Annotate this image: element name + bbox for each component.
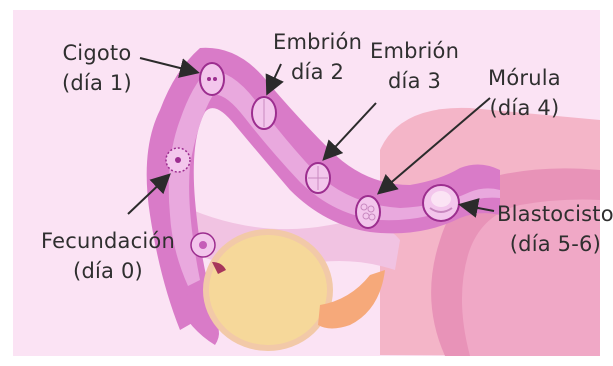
ovary xyxy=(206,232,330,348)
label-embrion2-line1: Embrión xyxy=(273,27,362,57)
label-embrion3: Embrión día 3 xyxy=(370,36,459,96)
fertilization-cell xyxy=(166,148,190,172)
arrow-embrion3 xyxy=(325,103,376,158)
label-embrion3-line2: día 3 xyxy=(370,66,459,96)
label-cigoto-line1: Cigoto xyxy=(62,38,132,68)
label-morula: Mórula (día 4) xyxy=(488,63,561,123)
zygote-cell xyxy=(200,63,224,95)
label-fecundacion: Fecundación (día 0) xyxy=(41,226,175,286)
label-embrion2-line2: día 2 xyxy=(273,57,362,87)
label-blastocisto-line1: Blastocisto xyxy=(497,199,613,229)
embryo-day3-cell xyxy=(306,163,330,193)
label-blastocisto: Blastocisto (día 5-6) xyxy=(497,199,613,259)
label-embrion2: Embrión día 2 xyxy=(273,27,362,87)
label-morula-line2: (día 4) xyxy=(488,93,561,123)
blastocyst-cell xyxy=(423,185,459,221)
label-morula-line1: Mórula xyxy=(488,63,561,93)
label-fecundacion-line2: (día 0) xyxy=(41,256,175,286)
label-cigoto-line2: (día 1) xyxy=(62,68,132,98)
label-blastocisto-line2: (día 5-6) xyxy=(497,229,613,259)
morula-cell xyxy=(356,196,380,228)
label-cigoto: Cigoto (día 1) xyxy=(62,38,132,98)
label-embrion3-line1: Embrión xyxy=(370,36,459,66)
embryo-day2-cell xyxy=(252,97,276,129)
label-fecundacion-line1: Fecundación xyxy=(41,226,175,256)
